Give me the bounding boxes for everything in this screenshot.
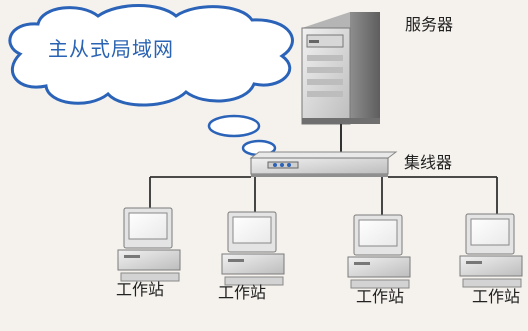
cloud-bubble: 主从式局域网 <box>8 4 294 107</box>
workstation-label-2: 工作站 <box>218 283 266 302</box>
workstation-label-3: 工作站 <box>356 287 404 306</box>
cloud-shape <box>8 4 294 107</box>
workstation-3 <box>347 214 411 289</box>
server-icon <box>301 12 380 125</box>
hub-label: 集线器 <box>404 153 452 172</box>
workstation-1 <box>117 207 181 282</box>
thought-bubble-large <box>207 114 261 138</box>
server-label: 服务器 <box>405 15 453 34</box>
hub-icon <box>249 151 398 177</box>
network-lines <box>149 176 498 217</box>
workstation-2 <box>221 211 285 286</box>
workstation-4 <box>459 213 523 288</box>
cloud-title: 主从式局域网 <box>48 37 174 61</box>
workstation-label-1: 工作站 <box>116 280 164 299</box>
workstation-label-4: 工作站 <box>472 287 520 306</box>
